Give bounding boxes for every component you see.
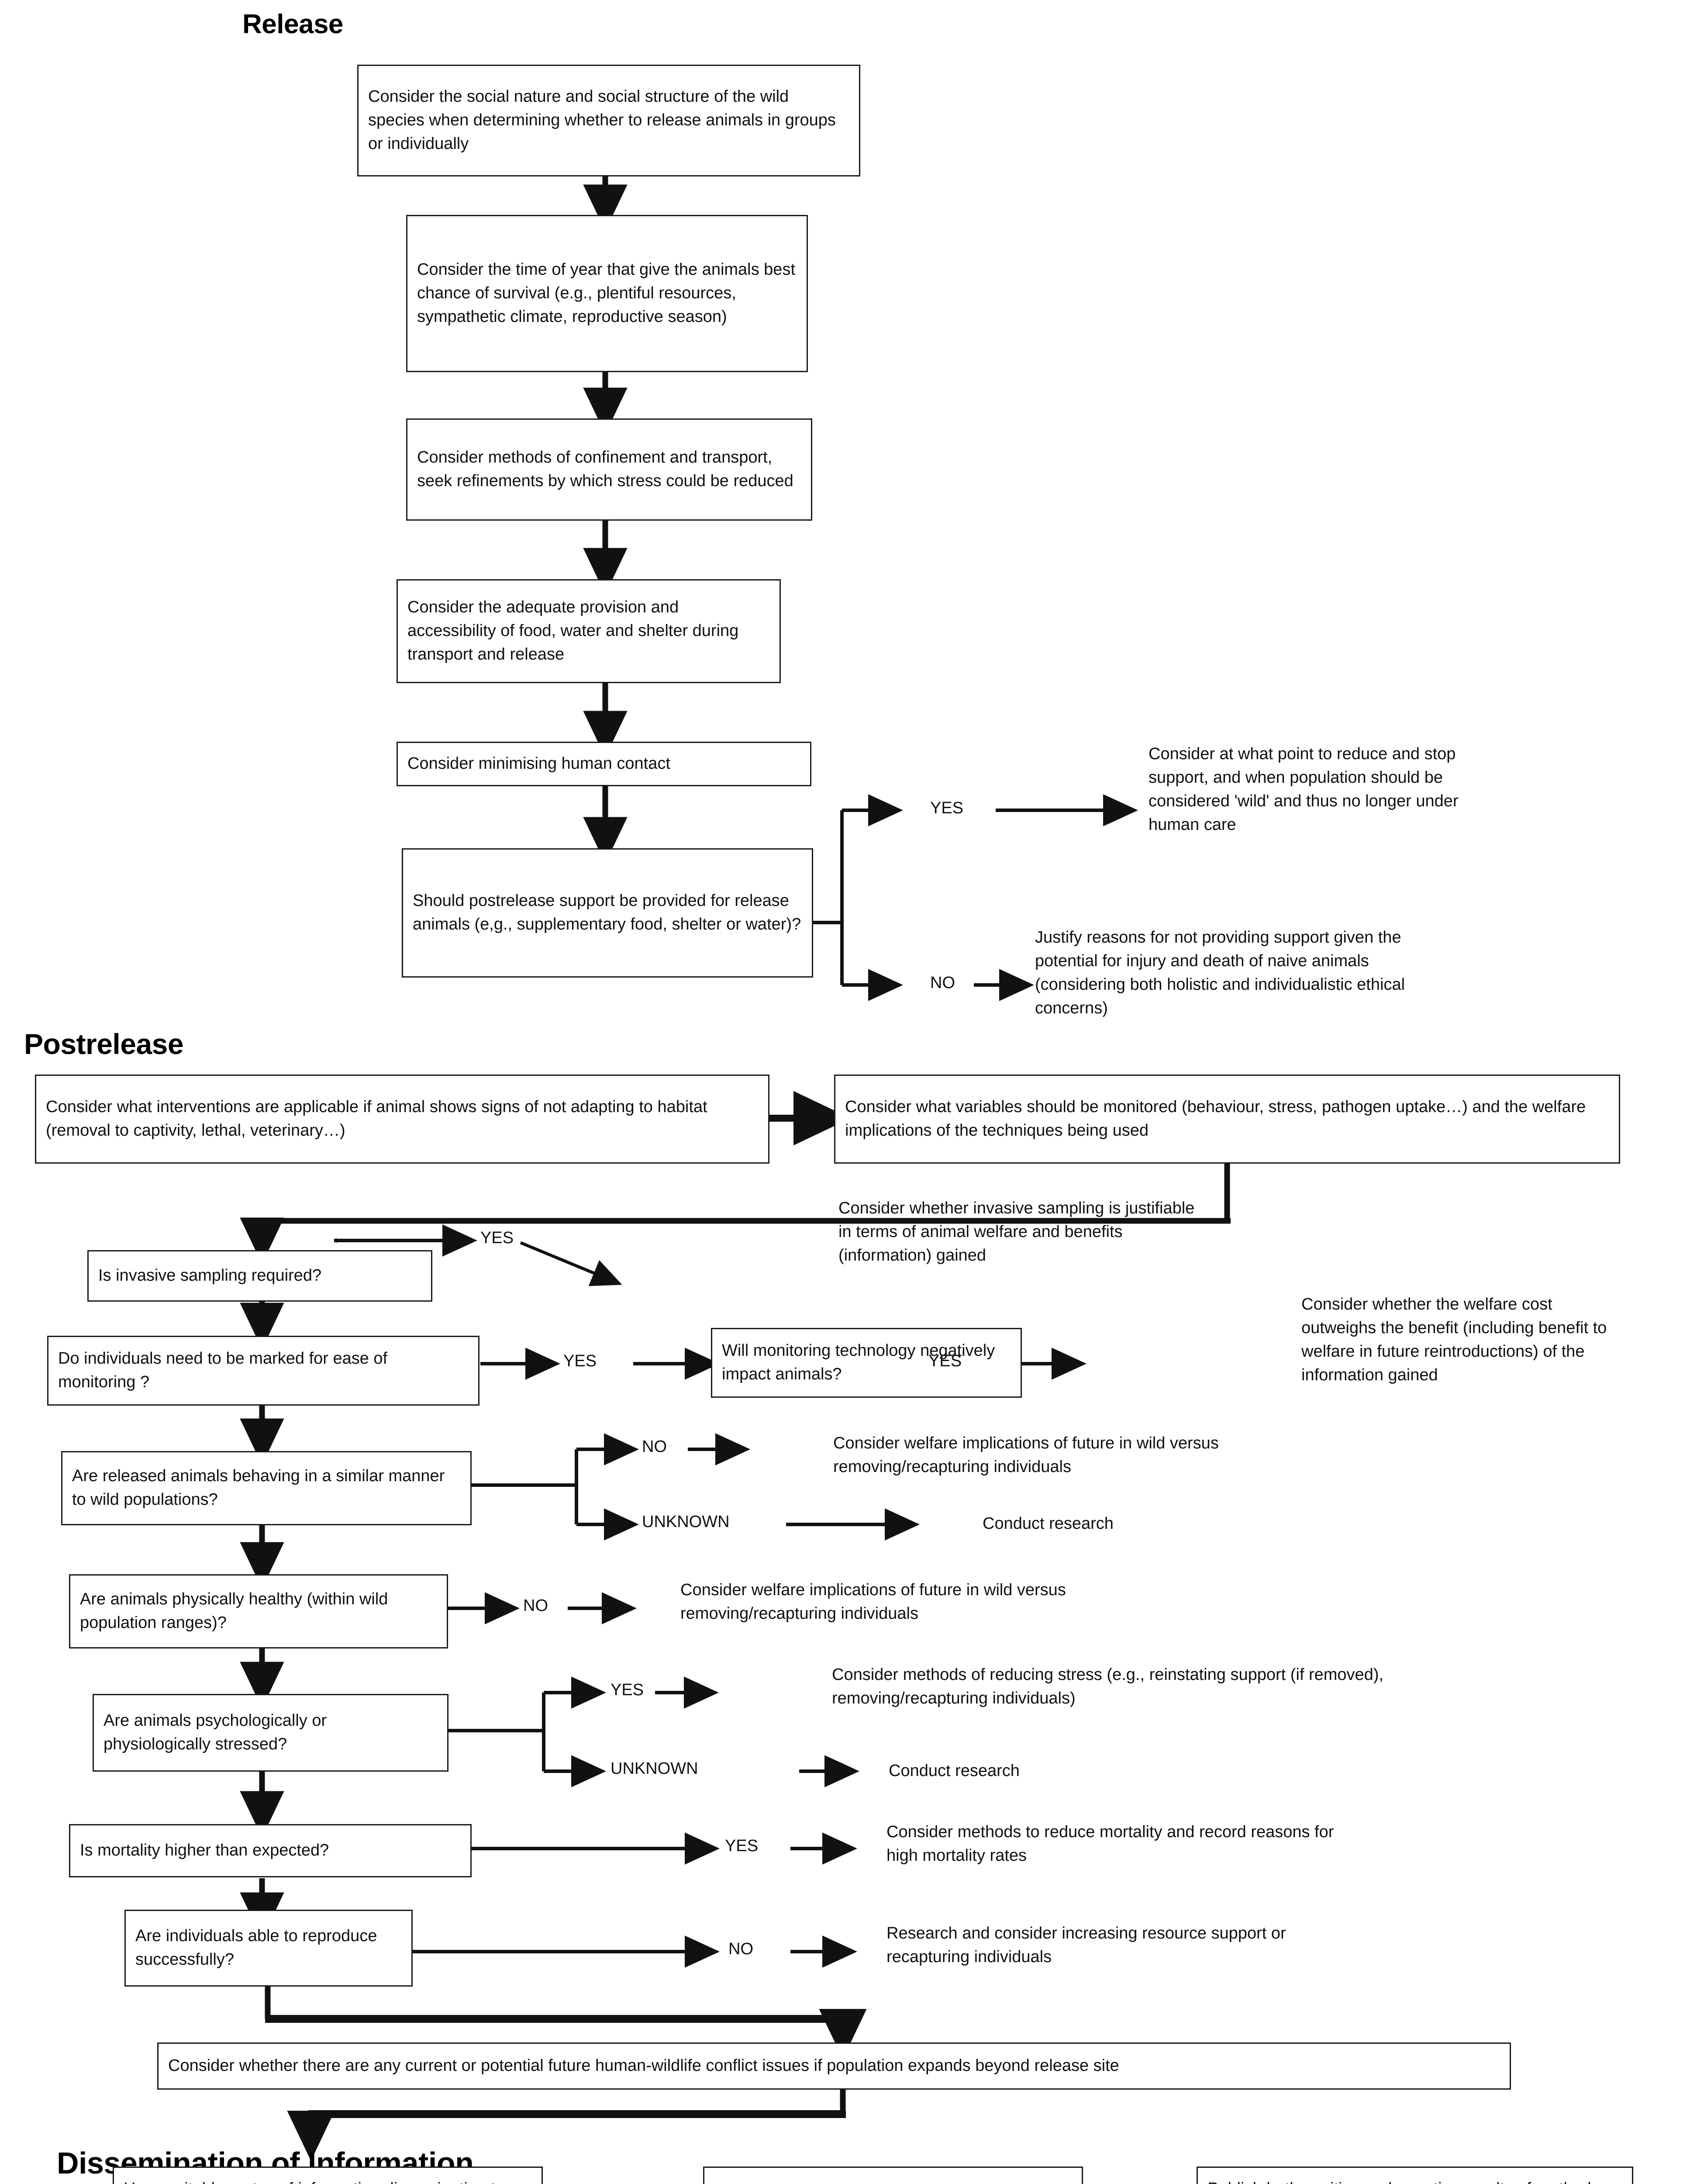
box-mortality[interactable]: Is mortality higher than expected? [69,1824,472,1877]
box-variables-monitored[interactable]: Consider what variables should be monito… [834,1075,1620,1164]
box-text: Consider methods of confinement and tran… [417,448,793,490]
branch-label-yes-marked: YES [563,1352,597,1370]
section-title-postrelease: Postrelease [24,1028,184,1060]
outcome-welfare-future-wild-1: Consider welfare implications of future … [833,1434,1219,1476]
box-routes-identified[interactable]: Have suitable routes of information diss… [113,2167,543,2184]
branch-label-yes-mortality: YES [725,1837,759,1855]
outcome-reduce-mortality: Consider methods to reduce mortality and… [886,1823,1334,1865]
box-text: Are animals psychologically or physiolog… [103,1711,327,1753]
box-text: Consider whether there are any current o… [168,2056,1119,2075]
box-stressed[interactable]: Are animals psychologically or physiolog… [93,1694,448,1772]
outcome-stop-support: Consider at what point to reduce and sto… [1149,745,1459,834]
branch-label-yes-invasive: YES [480,1229,514,1247]
outcome-reduce-stress: Consider methods of reducing stress (e.g… [832,1666,1384,1707]
box-monitoring-technology[interactable]: Will monitoring technology negatively im… [711,1328,1022,1398]
box-publish-results[interactable]: Publish both positive and negative resul… [1197,2167,1633,2184]
box-marked-for-monitoring[interactable]: Do individuals need to be marked for eas… [47,1336,479,1406]
box-postrelease-support[interactable]: Should postrelease support be provided f… [402,848,813,978]
branch-label-no-behaving: NO [642,1438,667,1456]
box-time-of-year[interactable]: Consider the time of year that give the … [406,215,808,372]
box-physically-healthy[interactable]: Are animals physically healthy (within w… [69,1574,448,1648]
box-invasive-sampling[interactable]: Is invasive sampling required? [87,1250,432,1302]
branch-label-yes-stressed: YES [611,1681,644,1699]
box-minimise-human-contact[interactable]: Consider minimising human contact [397,742,811,786]
box-food-water-shelter[interactable]: Consider the adequate provision and acce… [397,579,781,683]
box-text: Is mortality higher than expected? [80,1841,329,1860]
box-time-funding[interactable]: Has sufficient time and funding for info… [703,2167,1083,2184]
branch-label-unknown-stressed: UNKNOWN [611,1759,698,1778]
box-social-nature[interactable]: Consider the social nature and social st… [357,65,860,176]
outcome-welfare-cost-benefit: Consider whether the welfare cost outwei… [1301,1295,1607,1384]
box-text: Consider the time of year that give the … [417,260,796,326]
box-confinement-transport[interactable]: Consider methods of confinement and tran… [406,418,812,521]
box-text: Are released animals behaving in a simil… [72,1467,445,1509]
outcome-welfare-future-wild-2: Consider welfare implications of future … [680,1581,1066,1623]
branch-label-no-release: NO [930,974,955,992]
box-behaving-similar[interactable]: Are released animals behaving in a simil… [61,1451,472,1525]
box-text: Consider what interventions are applicab… [46,1098,707,1140]
outcome-increase-resource-support: Research and consider increasing resourc… [886,1924,1286,1966]
box-text: Consider minimising human contact [407,754,670,773]
outcome-invasive-justifiable: Consider whether invasive sampling is ju… [838,1199,1195,1265]
box-text: Publish both positive and negative resul… [1198,2177,1632,2184]
box-text: Will monitoring technology negatively im… [722,1341,995,1383]
box-human-wildlife-conflict[interactable]: Consider whether there are any current o… [157,2042,1511,2090]
box-text: Consider what variables should be monito… [845,1098,1586,1140]
branch-label-no-reproduce: NO [728,1940,753,1958]
outcome-conduct-research-1: Conduct research [983,1514,1114,1533]
branch-label-unknown-behaving: UNKNOWN [642,1513,730,1531]
box-text: Are individuals able to reproduce succes… [135,1927,377,1969]
outcome-conduct-research-2: Conduct research [889,1762,1020,1780]
section-title-release: Release [242,9,343,39]
box-text: Have suitable routes of information diss… [114,2177,542,2184]
box-text: Is invasive sampling required? [98,1266,322,1285]
box-interventions[interactable]: Consider what interventions are applicab… [35,1075,769,1164]
branch-label-no-healthy: NO [523,1597,548,1615]
box-text: Consider the adequate provision and acce… [407,598,739,663]
branch-label-yes-monitoring-tech: YES [928,1352,962,1370]
box-reproduce[interactable]: Are individuals able to reproduce succes… [124,1910,413,1987]
branch-label-yes-release: YES [930,799,964,817]
box-text: Do individuals need to be marked for eas… [58,1349,388,1391]
box-text: Are animals physically healthy (within w… [80,1590,388,1632]
box-text: Should postrelease support be provided f… [413,892,801,933]
outcome-justify-no-support: Justify reasons for not providing suppor… [1035,928,1405,1017]
box-text: Consider the social nature and social st… [368,87,836,153]
